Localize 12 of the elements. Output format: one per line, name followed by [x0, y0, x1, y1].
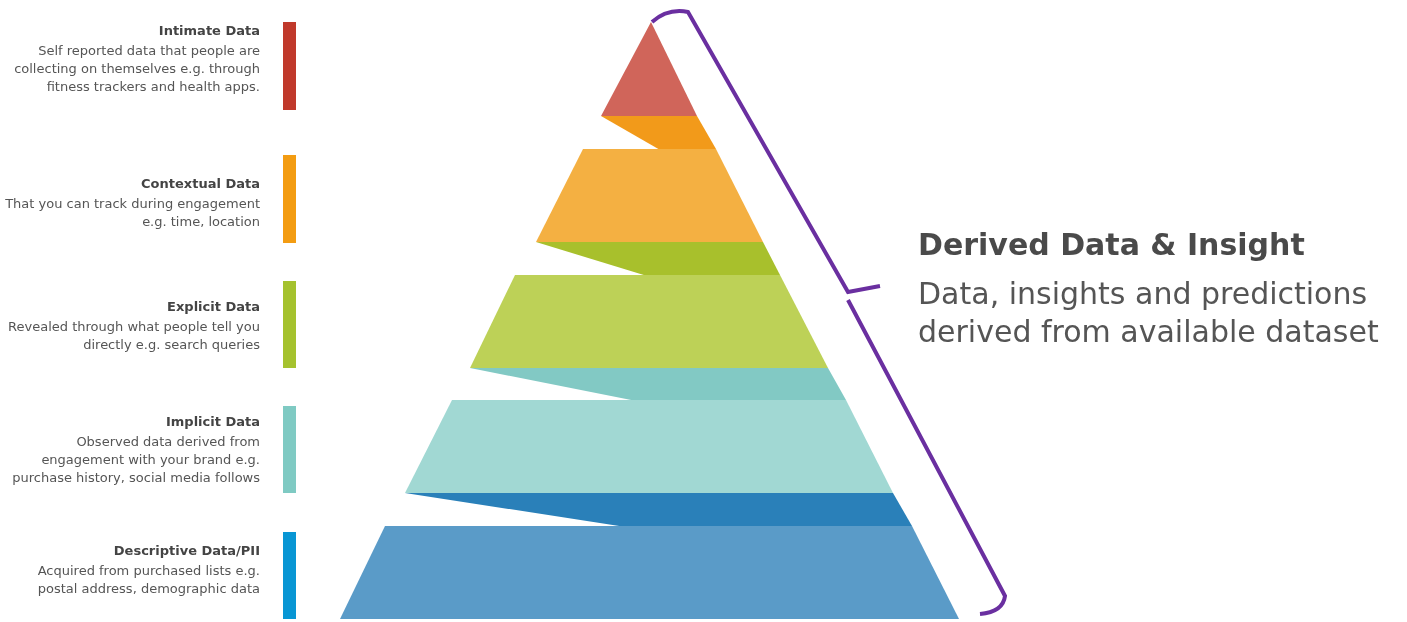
- tier-description: Revealed through what people tell you directly e.g. search queries: [7, 318, 260, 354]
- tier-description: That you can track during engagement e.g. time, location: [5, 195, 260, 231]
- tier-description: Acquired from purchased lists e.g. postal address, demographic data: [36, 562, 260, 598]
- tier-description: Observed data derived from engagement with your brand e.g. purchase history, social media follows: [11, 433, 260, 487]
- tier-description: Self reported data that people are collecting on themselves e.g. through fitness trackers and health apps.: [13, 42, 260, 96]
- insight-description: Data, insights and predictions derived from available dataset: [918, 275, 1380, 351]
- tier-heading: Explicit Data: [166, 298, 260, 316]
- tier-heading: Descriptive Data/PII: [112, 542, 260, 560]
- tier-heading: Implicit Data: [164, 413, 260, 431]
- tier-heading: Intimate Data: [157, 22, 260, 40]
- insight-heading: Derived Data & Insight: [918, 226, 1306, 264]
- tier-heading: Contextual Data: [140, 175, 260, 193]
